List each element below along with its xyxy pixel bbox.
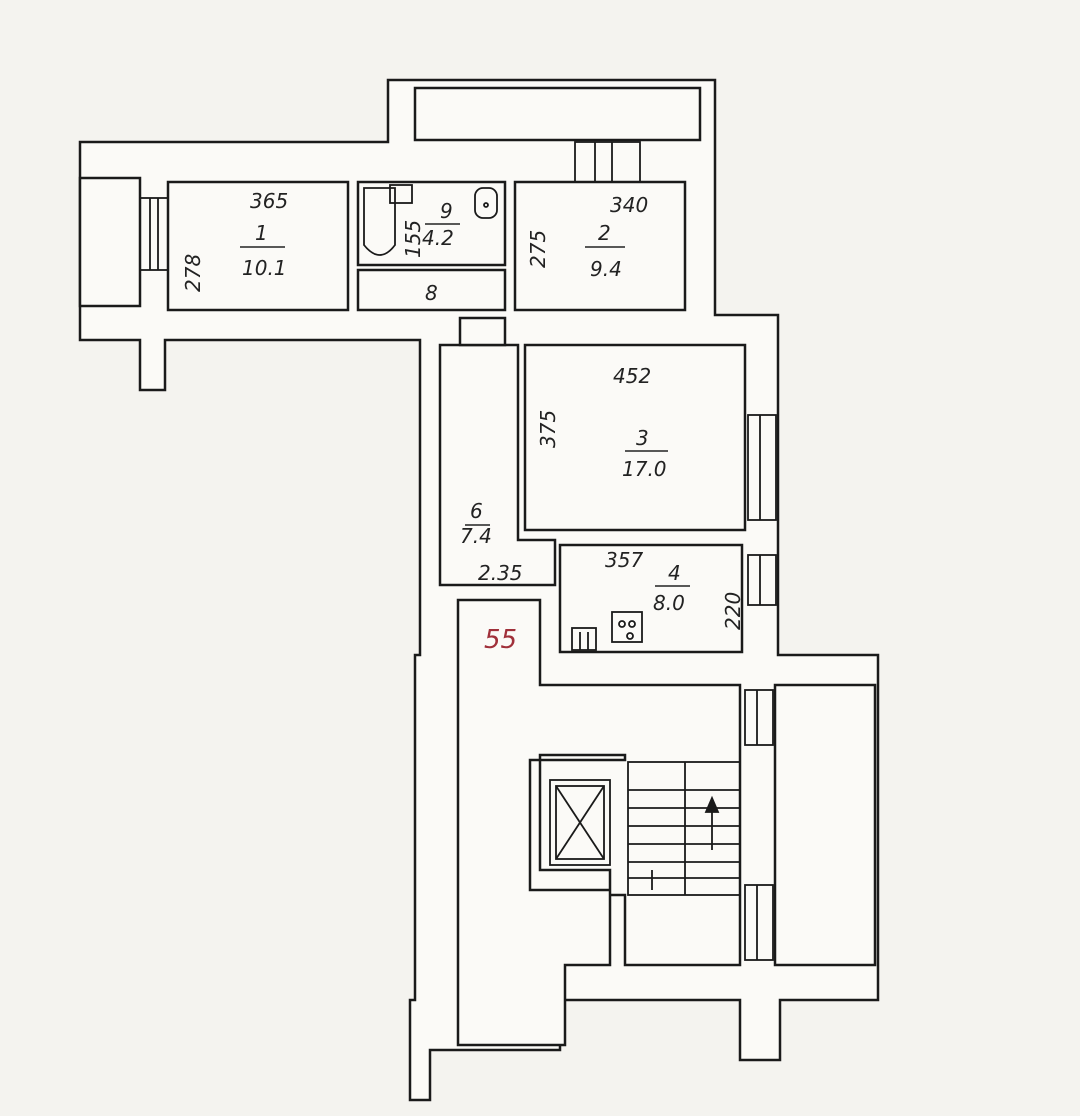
toilet-icon <box>474 187 498 219</box>
room-2-number: 2 <box>598 221 611 245</box>
corridor-8 <box>356 268 507 312</box>
right-windows <box>744 414 777 961</box>
room-3-depth: 375 <box>536 410 560 448</box>
room-3-number: 3 <box>636 426 649 450</box>
room-3-area: 17.0 <box>622 457 667 481</box>
bathtub-icon <box>363 184 413 256</box>
right-block <box>773 683 877 967</box>
room-3 <box>523 343 747 532</box>
room-4-number: 4 <box>668 561 681 585</box>
room-6-width: 2.35 <box>478 561 523 585</box>
room-9-number: 9 <box>440 199 453 223</box>
room-2-width: 340 <box>610 193 648 217</box>
room-2-area: 9.4 <box>590 257 622 281</box>
hall-connector <box>458 316 507 347</box>
elevator-icon <box>549 779 611 866</box>
left-window <box>139 197 169 271</box>
top-strip <box>413 86 702 142</box>
room-1 <box>166 180 350 312</box>
room-1-width: 365 <box>250 189 288 213</box>
room-3-width: 452 <box>613 364 651 388</box>
room-4-area: 8.0 <box>653 591 685 615</box>
annotation-55: 55 <box>484 625 517 655</box>
kitchen-4 <box>558 543 744 654</box>
room-1-area: 10.1 <box>242 256 287 280</box>
room-9-area: 4.2 <box>422 226 454 250</box>
sink-icon <box>571 627 597 651</box>
room-2 <box>513 180 687 312</box>
room-4-width: 357 <box>605 548 643 572</box>
room-2-depth: 275 <box>526 230 550 268</box>
room-4-depth: 220 <box>721 592 745 630</box>
room-8-number: 8 <box>425 281 438 305</box>
stove-icon <box>611 611 643 643</box>
room-1-depth: 278 <box>181 254 205 292</box>
room-1-number: 1 <box>255 221 268 245</box>
room-6-area: 7.4 <box>460 524 492 548</box>
room-6-number: 6 <box>470 499 483 523</box>
staircase <box>627 761 741 896</box>
room-9-depth: 155 <box>401 220 425 258</box>
left-stair-bay <box>78 176 142 308</box>
